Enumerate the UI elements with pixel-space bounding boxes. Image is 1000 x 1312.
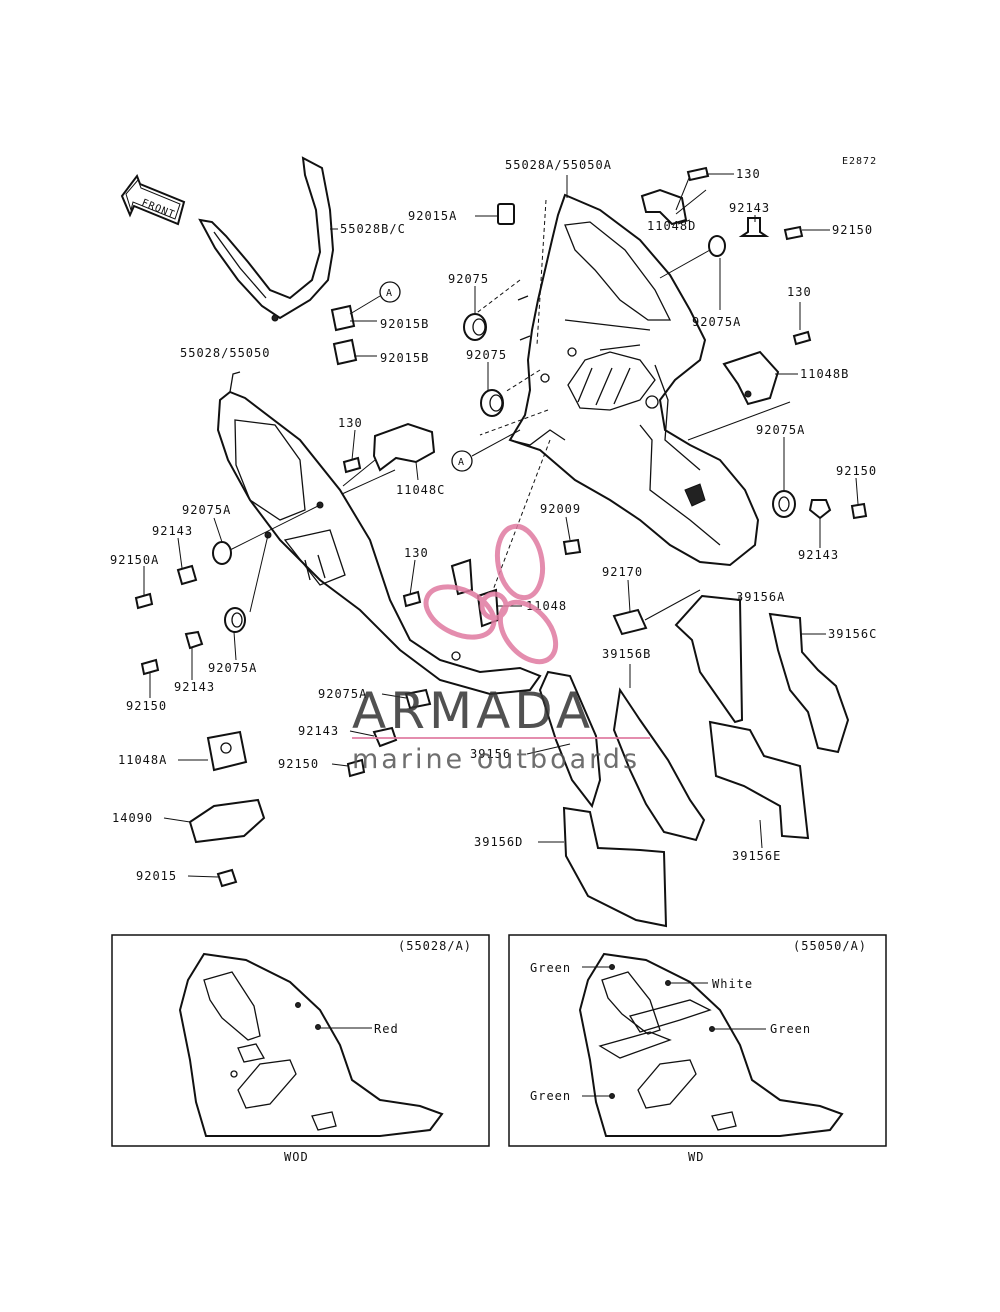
nut-92015-icon xyxy=(216,868,238,888)
label-92150-top: 92150 xyxy=(832,223,873,237)
label-92075a-low: 92075A xyxy=(208,661,257,675)
watermark-tagline: marine outboards xyxy=(352,744,640,775)
variant-code-left: (55028/A) xyxy=(398,939,472,953)
watermark-brand: ARMADA xyxy=(352,682,594,740)
bracket-11048a-icon xyxy=(206,730,248,772)
upper-cowl-55028bc xyxy=(198,156,335,322)
variant-caption-wod: WOD xyxy=(284,1150,309,1164)
label-14090: 14090 xyxy=(112,811,153,825)
lower-cowl-right-55028a xyxy=(508,193,760,567)
armada-watermark: ARMADA marine outboards xyxy=(352,523,650,775)
color-label-red: Red xyxy=(374,1022,399,1036)
label-39156e: 39156E xyxy=(732,849,781,863)
bracket-11048b-icon xyxy=(722,350,780,406)
label-92143-right: 92143 xyxy=(798,548,839,562)
label-55028bc: 55028B/C xyxy=(340,222,406,236)
label-92015b-2: 92015B xyxy=(380,351,429,365)
assembly-guide-lines xyxy=(225,199,791,613)
color-label-green-mid: Green xyxy=(770,1022,811,1036)
label-92075a-right: 92075A xyxy=(756,423,805,437)
foam-pads xyxy=(538,594,850,928)
label-39156: 39156 xyxy=(470,747,511,761)
leader-lines xyxy=(143,173,859,878)
label-92143-bottom: 92143 xyxy=(298,724,339,738)
label-92075a-left: 92075A xyxy=(182,503,231,517)
label-92150-left: 92150 xyxy=(126,699,167,713)
label-92150-bottom: 92150 xyxy=(278,757,319,771)
color-label-white: White xyxy=(712,977,753,991)
variant-code-right: (55050/A) xyxy=(793,939,867,953)
cover-14090-icon xyxy=(188,798,266,844)
variant-box-wd: (55050/A) Green White Green Green WD xyxy=(508,934,887,1164)
label-130-low: 130 xyxy=(404,546,429,560)
color-label-green-top: Green xyxy=(530,961,571,975)
label-55028a-55050a: 55028A/55050A xyxy=(505,158,612,172)
label-130-top: 130 xyxy=(736,167,761,181)
label-55028-55050: 55028/55050 xyxy=(180,346,270,360)
label-92075a-bottom: 92075A xyxy=(318,687,367,701)
label-92075a-top: 92075A xyxy=(692,315,741,329)
callout-a-top: A xyxy=(349,281,401,315)
svg-text:A: A xyxy=(386,288,393,299)
bracket-11048c-icon xyxy=(372,422,436,472)
label-39156a: 39156A xyxy=(736,590,785,604)
variant-box-wod: (55028/A) Red WOD xyxy=(111,934,490,1164)
label-92015b-1: 92015B xyxy=(380,317,429,331)
variant-caption-wd: WD xyxy=(688,1150,704,1164)
pad-39156d xyxy=(562,806,668,928)
label-39156b: 39156B xyxy=(602,647,651,661)
label-11048a: 11048A xyxy=(118,753,167,767)
label-92170: 92170 xyxy=(602,565,643,579)
pad-39156b xyxy=(612,687,706,842)
label-39156d: 39156D xyxy=(474,835,523,849)
clip-92015a-icon xyxy=(497,203,515,225)
label-92015: 92015 xyxy=(136,869,177,883)
label-130-right: 130 xyxy=(787,285,812,299)
clip-92170-icon xyxy=(612,608,648,636)
label-11048c: 11048C xyxy=(396,483,445,497)
label-92150-right: 92150 xyxy=(836,464,877,478)
front-arrow-icon: FRONT xyxy=(120,173,186,226)
propeller-logo-icon xyxy=(423,523,559,665)
label-11048d: 11048D xyxy=(647,219,696,233)
label-92150a: 92150A xyxy=(110,553,159,567)
callout-a-main: A xyxy=(451,429,521,472)
lower-cowl-left-55028 xyxy=(216,371,542,696)
color-label-green-low: Green xyxy=(530,1089,571,1103)
label-92143-top: 92143 xyxy=(729,201,770,215)
label-92075-mid: 92075 xyxy=(466,348,507,362)
clip-92015b-icon xyxy=(330,304,356,332)
label-92075-top: 92075 xyxy=(448,272,489,286)
label-92143-low: 92143 xyxy=(174,680,215,694)
bracket-11048d-icon xyxy=(640,188,688,226)
label-39156c: 39156C xyxy=(828,627,877,641)
label-92143-left: 92143 xyxy=(152,524,193,538)
label-92015a: 92015A xyxy=(408,209,457,223)
label-130-mid: 130 xyxy=(338,416,363,430)
clip-92015b-2-icon xyxy=(332,338,358,366)
pad-39156a xyxy=(674,594,744,724)
label-92009: 92009 xyxy=(540,502,581,516)
diagram-code: E2872 xyxy=(842,156,877,167)
pad-39156c xyxy=(768,612,850,754)
label-11048b: 11048B xyxy=(800,367,849,381)
svg-text:A: A xyxy=(458,457,465,468)
part-labels: 55028A/55050A 130 92015A 55028B/C 92143 … xyxy=(110,158,877,883)
pad-39156e xyxy=(708,720,810,840)
